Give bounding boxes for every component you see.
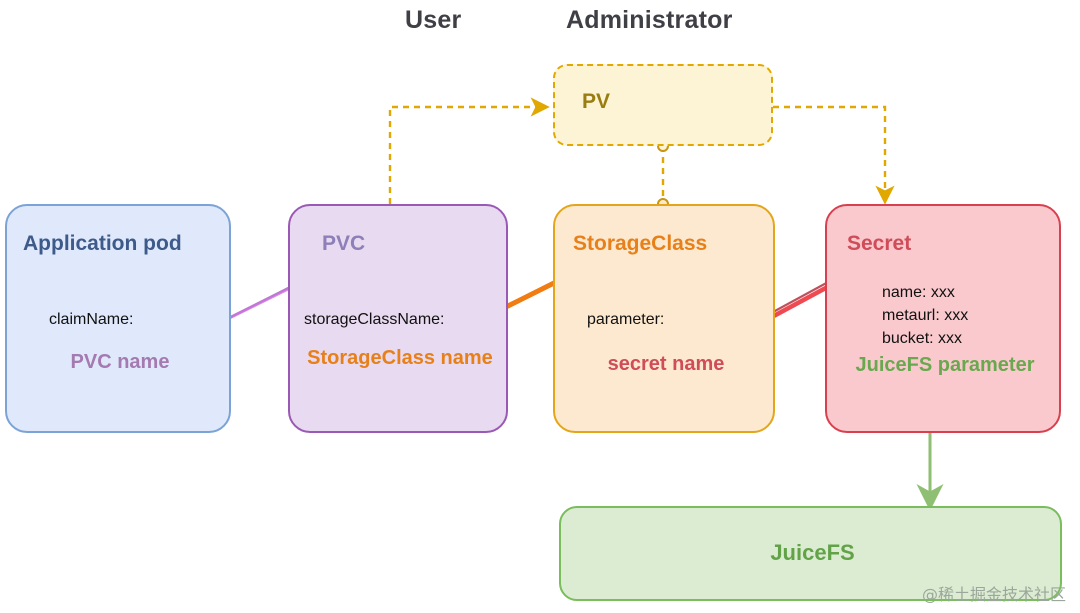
node-juicefs-title: JuiceFS [770,540,855,565]
node-pv-title: PV [582,90,611,113]
connector-pvc-to-pv [388,97,550,204]
node-pvc-title: PVC [322,232,366,255]
swimlane-label-user: User [405,6,462,34]
watermark: @稀土掘金技术社区 [921,585,1066,604]
node-application-pod[interactable]: Application pod claimName: PVC name [5,204,231,433]
node-secret-title: Secret [847,232,912,255]
swimlane-label-administrator: Administrator [566,6,733,34]
node-secret[interactable]: Secret name: xxx metaurl: xxx bucket: xx… [825,204,1061,433]
node-application-pod-key: claimName: [49,311,134,328]
node-application-pod-value: PVC name [70,351,170,373]
node-storageclass-value: secret name [607,353,725,375]
node-pv[interactable]: PV [553,64,773,146]
node-storageclass-key: parameter: [587,311,665,328]
node-storageclass-title: StorageClass [573,232,708,255]
node-secret-field-bucket: bucket: xxx [882,330,963,348]
node-pvc-key: storageClassName: [304,311,445,328]
node-pvc-value: StorageClass name [307,347,493,369]
node-pvc[interactable]: PVC storageClassName: StorageClass name [288,204,508,433]
node-secret-value: JuiceFS parameter [855,354,1035,376]
node-application-pod-title: Application pod [23,232,182,255]
node-secret-fields: name: xxx metaurl: xxx bucket: xxx [882,281,968,351]
node-secret-field-metaurl: metaurl: xxx [882,307,969,325]
connector-pv-to-secret [773,105,895,205]
node-juicefs[interactable]: JuiceFS [559,506,1062,601]
node-storageclass[interactable]: StorageClass parameter: secret name [553,204,775,433]
node-secret-field-name: name: xxx [882,284,955,301]
